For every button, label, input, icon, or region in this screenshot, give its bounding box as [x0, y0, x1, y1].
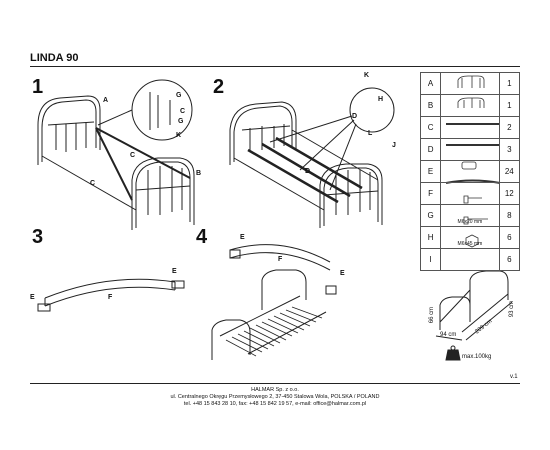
callout-f-step4: F	[278, 256, 283, 263]
table-row: F 12	[419, 182, 521, 205]
table-row: C 2	[419, 116, 521, 139]
dimension-headboard: 93 cm	[509, 300, 516, 318]
callout-d: D	[305, 168, 311, 175]
part-id: D	[419, 138, 442, 161]
step-number-1: 1	[32, 76, 44, 98]
callout-j: J	[392, 142, 396, 149]
step-number-2: 2	[213, 76, 225, 98]
callout-c-zoom: C	[180, 108, 186, 115]
parts-table: A 1 B 1 C 2 D 3 E 24 F 12	[419, 72, 521, 271]
side-rail-front	[41, 155, 137, 211]
step1-headboard-illustration	[37, 95, 101, 165]
part-id: C	[419, 116, 442, 139]
footer-company: HALMAR Sp. z o.o.	[251, 387, 299, 393]
dimension-height: 66 cm	[429, 306, 436, 324]
footer-contact: tel. +48 15 843 28 10, fax: +48 15 842 1…	[183, 401, 367, 407]
side-rail-back	[95, 127, 191, 179]
part-id: B	[419, 94, 442, 117]
page-title: LINDA 90	[30, 52, 79, 64]
max-load-label: max.100kg	[462, 354, 492, 360]
step-number-4: 4	[196, 226, 208, 248]
part-image: M6x20 mm	[440, 204, 500, 227]
weight-icon	[445, 345, 461, 361]
callout-b: B	[196, 170, 202, 177]
part-image	[440, 94, 500, 117]
part-qty: 1	[498, 94, 521, 117]
part-qty: 12	[498, 182, 521, 205]
table-row: G M6x20 mm 8	[419, 204, 521, 227]
step4-bed-with-slats-illustration	[211, 244, 337, 360]
table-row: I 6	[419, 248, 521, 271]
part-qty: 6	[498, 226, 521, 249]
dimension-width: 94 cm	[440, 332, 457, 338]
part-id: E	[419, 160, 442, 183]
part-id: I	[419, 248, 442, 271]
callout-h: H	[378, 96, 384, 103]
part-qty: 1	[498, 72, 521, 95]
part-image	[440, 72, 500, 95]
step-number-3: 3	[32, 226, 44, 248]
part-id: A	[419, 72, 442, 95]
part-image	[440, 182, 500, 205]
dimensions-illustration	[435, 270, 513, 341]
part-spec: M6x20 mm	[457, 218, 483, 225]
table-row: H M6x45 mm 6	[419, 226, 521, 249]
table-row: E 24	[419, 160, 521, 183]
callout-c-front: C	[90, 180, 96, 187]
part-qty: 6	[498, 248, 521, 271]
part-image	[440, 160, 500, 183]
part-image	[440, 248, 500, 271]
center-rail	[95, 127, 133, 201]
header-divider	[30, 66, 520, 67]
callout-k: K	[176, 132, 182, 139]
footer-address: ul. Centralnego Okręgu Przemysłowego 2, …	[170, 394, 380, 400]
callout-g-bottom: G	[178, 118, 184, 125]
part-qty: 8	[498, 204, 521, 227]
part-image	[440, 116, 500, 139]
part-qty: 2	[498, 116, 521, 139]
part-spec: M6x45 mm	[457, 240, 483, 247]
part-id: H	[419, 226, 442, 249]
step3-slat-illustration	[37, 278, 185, 312]
step1-footboard-illustration	[131, 157, 195, 230]
callout-c-center: C	[130, 152, 136, 159]
callout-e-side: E	[340, 270, 345, 277]
version-label: v.1	[510, 374, 518, 380]
callout-g-top: G	[176, 92, 182, 99]
part-image: M6x45 mm	[440, 226, 500, 249]
table-row: B 1	[419, 94, 521, 117]
part-qty: 24	[498, 160, 521, 183]
callout-a: A	[103, 97, 109, 104]
callout-e-top: E	[240, 234, 245, 241]
part-image	[440, 138, 500, 161]
footer-divider	[30, 383, 520, 384]
part-id: F	[419, 182, 442, 205]
part-id: G	[419, 204, 442, 227]
callout-d-zoom: D	[352, 113, 358, 120]
callout-k-step2: K	[364, 72, 370, 79]
part-qty: 3	[498, 138, 521, 161]
table-row: D 3	[419, 138, 521, 161]
callout-e-left: E	[30, 294, 35, 301]
step2-bed-frame-illustration	[229, 87, 395, 228]
callout-e-right: E	[172, 268, 177, 275]
callout-l: L	[368, 130, 373, 137]
table-row: A 1	[419, 72, 521, 95]
callout-f: F	[108, 294, 113, 301]
